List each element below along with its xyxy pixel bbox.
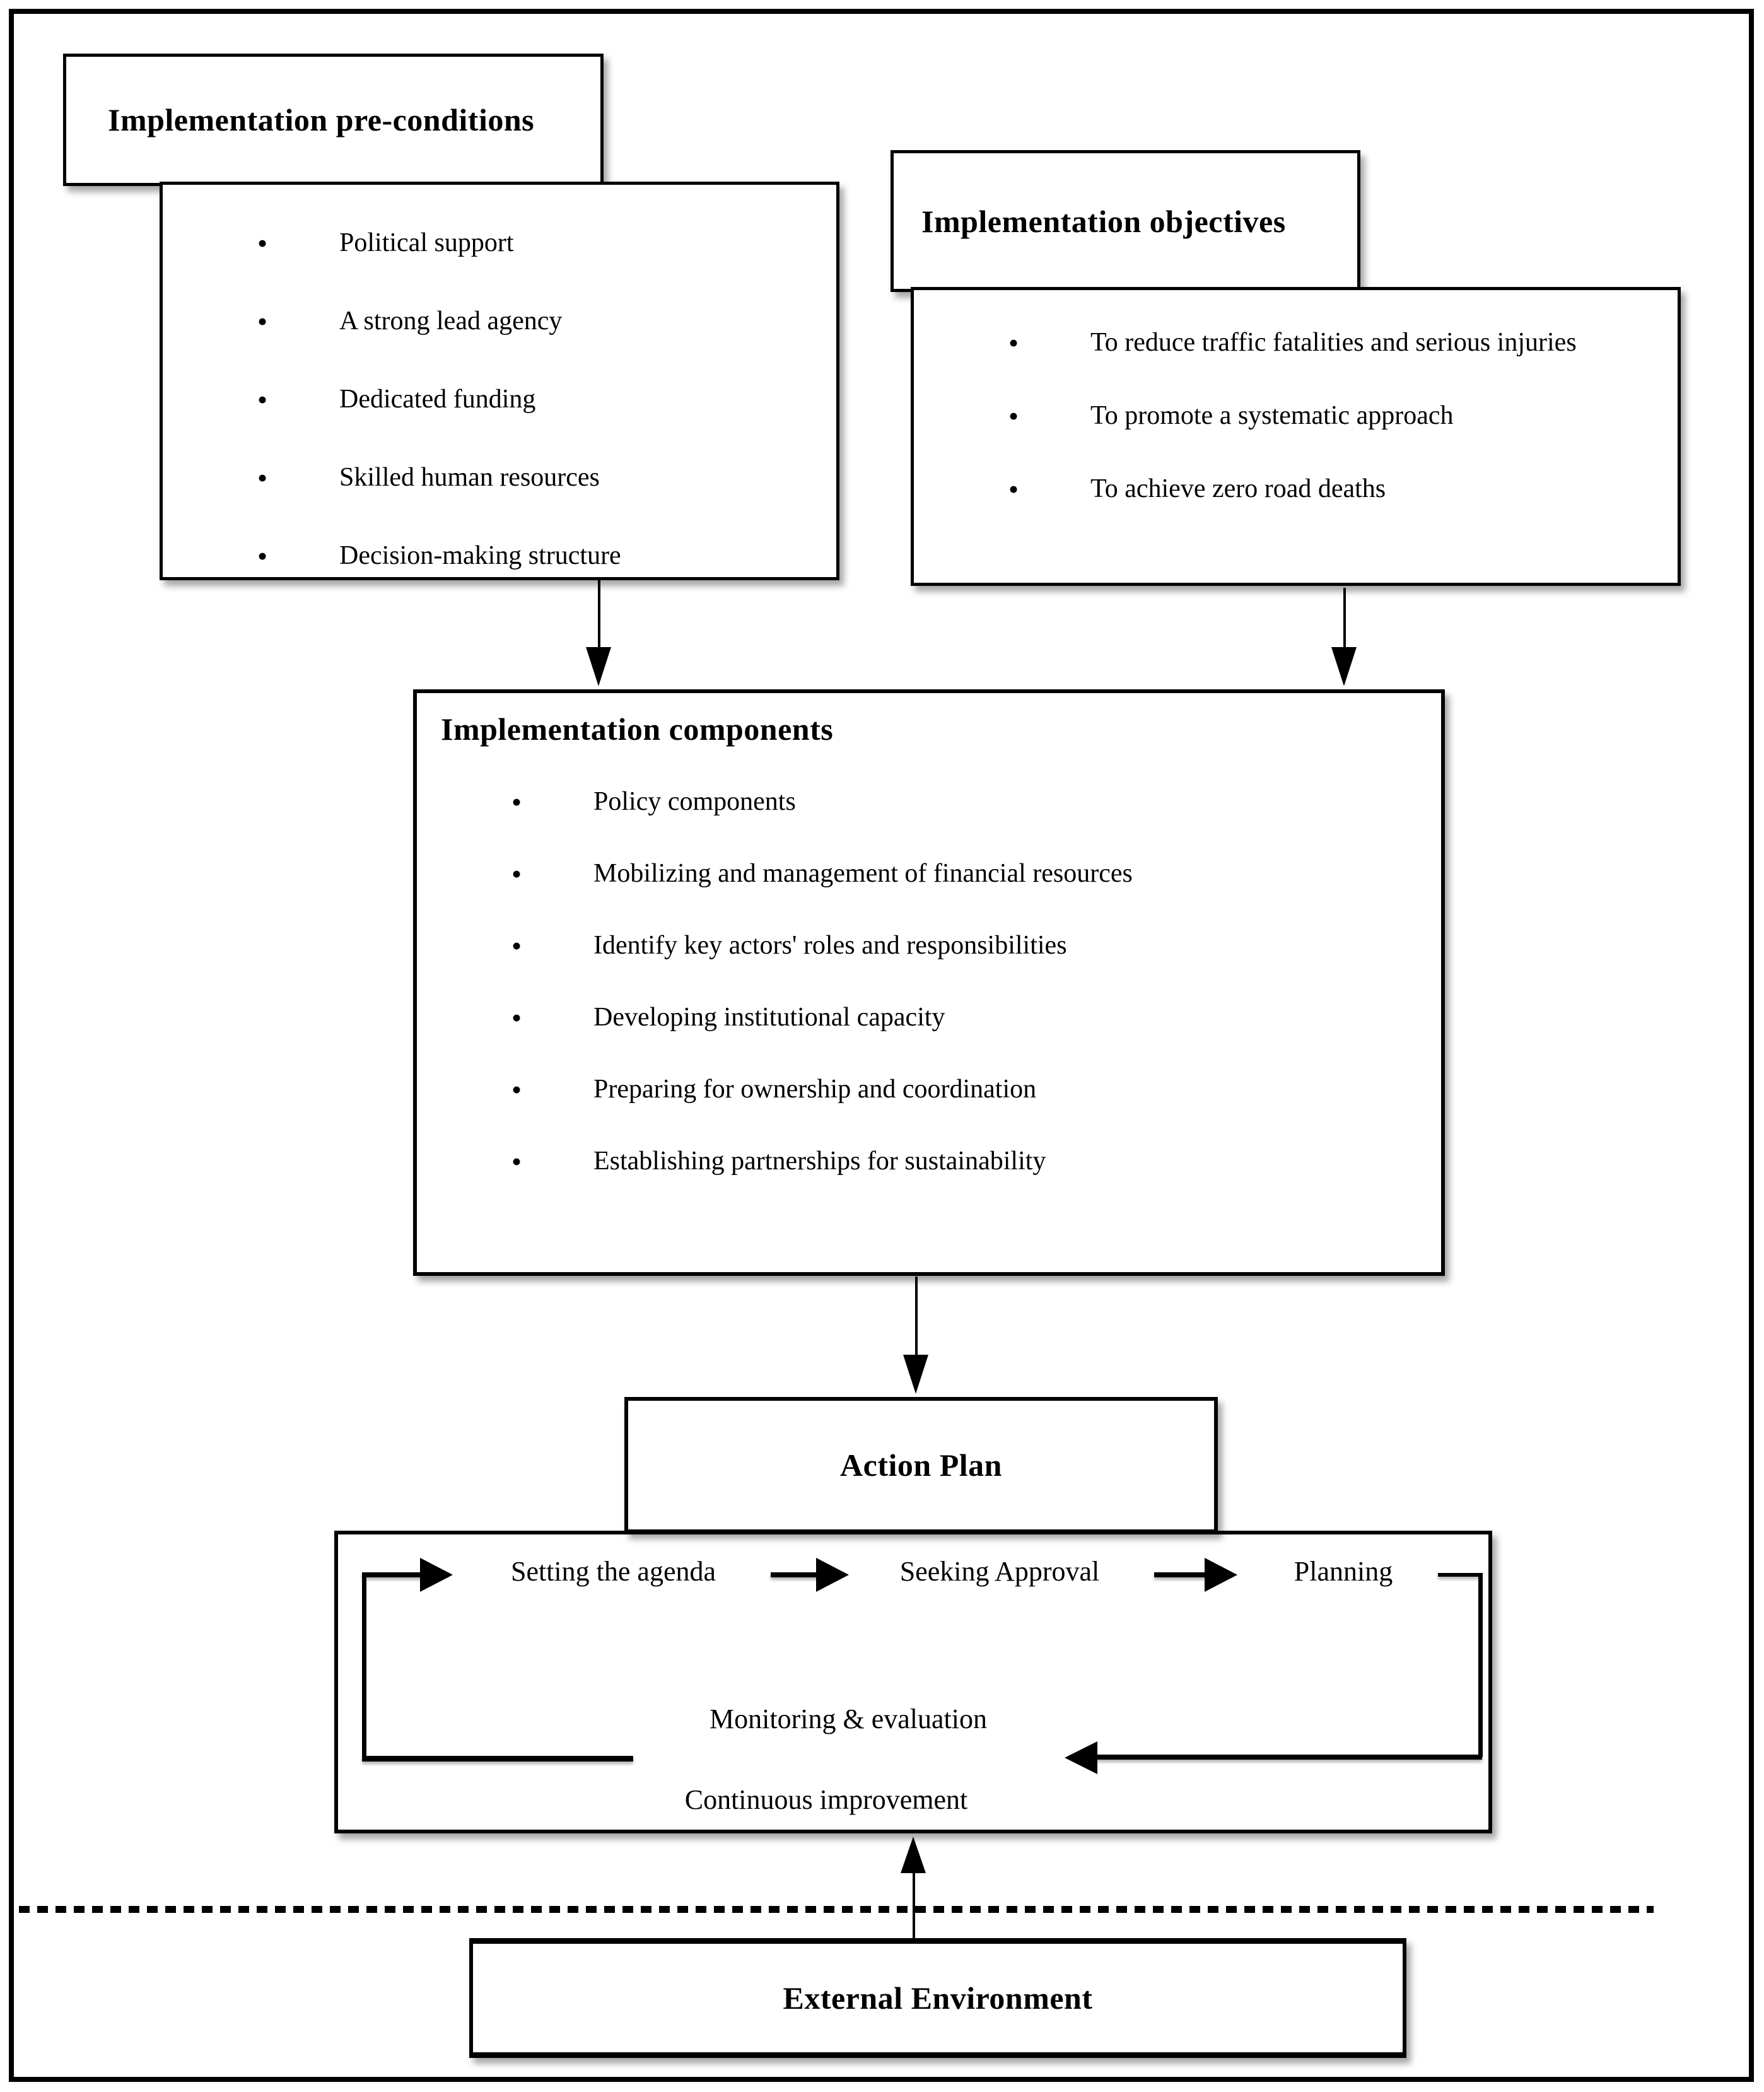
list-item: • Preparing for ownership and coordinatio… xyxy=(417,1053,1437,1125)
components-title: Implementation components xyxy=(441,711,834,747)
list-item: • Skilled human resources xyxy=(163,438,832,517)
arrow-right-icon xyxy=(1205,1558,1237,1592)
bullet-icon: • xyxy=(257,305,268,337)
list-item: • Policy components xyxy=(417,766,1437,838)
list-item-label: Establishing partnerships for sustainabi… xyxy=(593,1147,1046,1176)
connector-line xyxy=(771,1572,819,1577)
list-item-label: Decision-making structure xyxy=(339,541,621,570)
components-list: • Policy components • Mobilizing and manag… xyxy=(417,693,1437,1197)
list-item-label: Political support xyxy=(339,228,514,257)
list-item-label: Policy components xyxy=(593,787,796,816)
arrow-down-icon xyxy=(1331,647,1357,686)
page-border xyxy=(9,9,1754,2082)
preconditions-list-box: • Political support • A strong lead agency… xyxy=(160,182,839,580)
connector-line xyxy=(1154,1572,1207,1577)
list-item: • Political support xyxy=(163,204,832,282)
list-item: • Mobilizing and management of financial … xyxy=(417,838,1437,909)
loop-return-line xyxy=(1096,1755,1482,1760)
list-item: • To promote a systematic approach xyxy=(914,379,1674,452)
list-item: • To reduce traffic fatalities and seriou… xyxy=(914,306,1674,379)
list-item: • Dedicated funding xyxy=(163,360,832,438)
action-plan-title: Action Plan xyxy=(840,1447,1002,1483)
bullet-icon: • xyxy=(511,785,522,818)
list-item-label: A strong lead agency xyxy=(339,307,563,336)
connector-line xyxy=(1438,1573,1482,1577)
loop-entry-line xyxy=(362,1572,423,1577)
list-item-label: Skilled human resources xyxy=(339,463,600,492)
loop-bottom-line xyxy=(362,1756,633,1762)
external-boundary-dashed-line xyxy=(19,1906,1654,1913)
connector-line xyxy=(915,1277,918,1356)
bullet-icon: • xyxy=(1008,472,1019,505)
list-item-label: Dedicated funding xyxy=(339,385,536,414)
preconditions-list: • Political support • A strong lead agency… xyxy=(163,185,832,595)
connector-line xyxy=(598,580,600,651)
connector-line xyxy=(913,1872,915,1939)
preconditions-title: Implementation pre-conditions xyxy=(108,102,535,137)
objectives-list-box: • To reduce traffic fatalities and seriou… xyxy=(911,287,1681,586)
connector-line xyxy=(1343,588,1346,651)
arrow-up-icon xyxy=(901,1837,926,1873)
bullet-icon: • xyxy=(257,539,268,572)
bullet-icon: • xyxy=(511,1001,522,1034)
list-item-label: To achieve zero road deaths xyxy=(1090,474,1386,503)
bullet-icon: • xyxy=(511,857,522,890)
list-item: • Decision-making structure xyxy=(163,517,832,595)
list-item-label: To reduce traffic fatalities and serious… xyxy=(1090,328,1577,357)
external-environment-box: External Environment xyxy=(469,1938,1406,2058)
bullet-icon: • xyxy=(511,1145,522,1177)
components-box: Implementation components • Policy compon… xyxy=(413,689,1445,1276)
objectives-title: Implementation objectives xyxy=(921,203,1286,239)
arrow-right-icon xyxy=(816,1558,849,1592)
cycle-monitoring-label: Monitoring & evaluation xyxy=(710,1703,987,1734)
cycle-step-seeking-approval: Seeking Approval xyxy=(899,1556,1100,1587)
cycle-box xyxy=(334,1531,1492,1833)
bullet-icon: • xyxy=(511,1073,522,1106)
preconditions-title-box: Implementation pre-conditions xyxy=(63,54,604,186)
loop-right-line xyxy=(1478,1573,1483,1757)
bullet-icon: • xyxy=(511,929,522,962)
bullet-icon: • xyxy=(257,226,268,259)
list-item: • A strong lead agency xyxy=(163,282,832,360)
cycle-step-planning: Planning xyxy=(1294,1556,1393,1587)
action-plan-box: Action Plan xyxy=(624,1397,1218,1533)
bullet-icon: • xyxy=(257,461,268,494)
list-item: • Developing institutional capacity xyxy=(417,981,1437,1053)
list-item-label: Mobilizing and management of financial r… xyxy=(593,859,1133,888)
external-environment-title: External Environment xyxy=(783,1980,1093,2016)
bullet-icon: • xyxy=(1008,326,1019,359)
list-item: • Identify key actors' roles and responsi… xyxy=(417,909,1437,981)
objectives-title-box: Implementation objectives xyxy=(891,150,1360,292)
list-item-label: Identify key actors' roles and responsib… xyxy=(593,931,1067,960)
list-item-label: Preparing for ownership and coordination xyxy=(593,1075,1037,1104)
cycle-improvement-label: Continuous improvement xyxy=(684,1784,968,1815)
bullet-icon: • xyxy=(1008,399,1019,432)
arrow-down-icon xyxy=(586,647,611,686)
objectives-list: • To reduce traffic fatalities and seriou… xyxy=(914,290,1674,525)
list-item: • To achieve zero road deaths xyxy=(914,452,1674,525)
cycle-step-setting-agenda: Setting the agenda xyxy=(510,1556,716,1587)
list-item-label: Developing institutional capacity xyxy=(593,1003,945,1032)
list-item: • Establishing partnerships for sustainab… xyxy=(417,1125,1437,1197)
arrow-right-icon xyxy=(420,1558,453,1592)
arrow-down-icon xyxy=(903,1355,928,1394)
list-item-label: To promote a systematic approach xyxy=(1090,401,1454,430)
bullet-icon: • xyxy=(257,383,268,416)
arrow-left-icon xyxy=(1065,1741,1097,1774)
loop-left-line xyxy=(362,1572,366,1760)
